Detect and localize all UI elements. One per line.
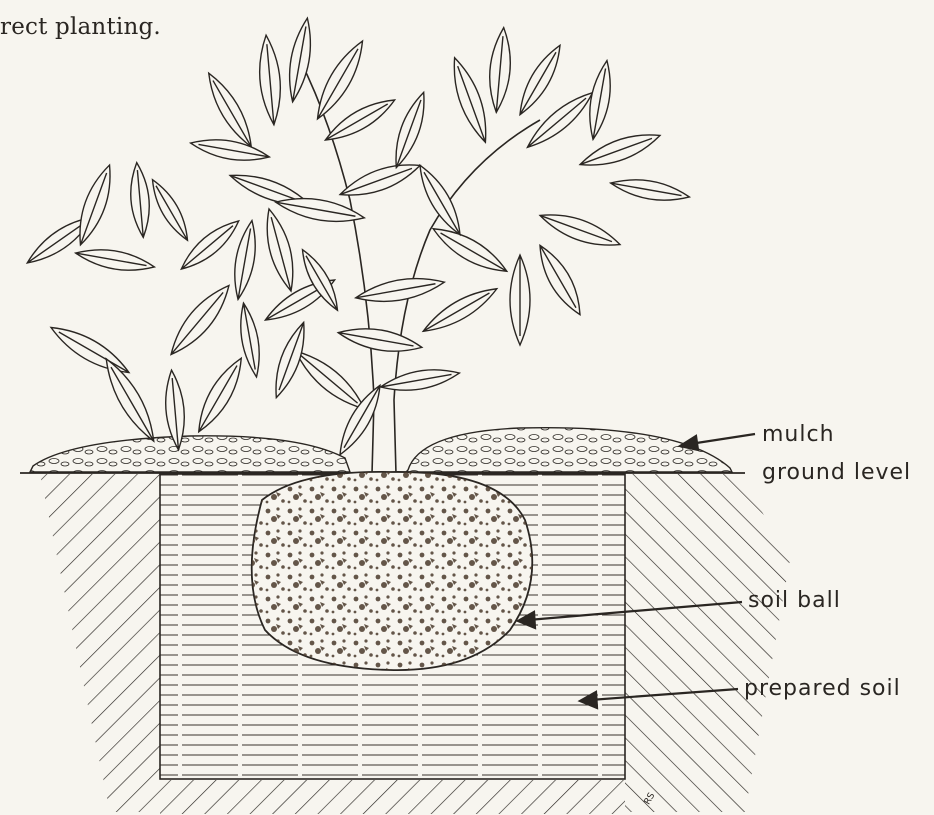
leaf — [428, 220, 512, 280]
leaf — [259, 206, 300, 293]
mulch-arrow — [680, 434, 755, 450]
leaf — [163, 278, 238, 361]
leaf — [379, 364, 461, 396]
leaf — [74, 244, 156, 276]
leaf — [577, 126, 664, 174]
leaf — [336, 323, 423, 357]
leaf — [531, 240, 588, 319]
mulch-layer — [30, 428, 732, 472]
prepared-soil-label: prepared soil — [744, 676, 901, 701]
leaf — [98, 354, 163, 446]
leaf — [412, 161, 468, 239]
soil-ball-label: soil ball — [748, 588, 841, 613]
leaf — [201, 69, 259, 152]
leaf — [190, 353, 250, 437]
soil-ball — [252, 472, 533, 670]
leaf — [537, 206, 624, 254]
mulch-label: mulch — [762, 422, 835, 447]
leaf — [175, 214, 244, 276]
leaf — [510, 255, 530, 345]
leaf — [128, 162, 152, 238]
leaf — [146, 176, 195, 245]
leaf — [486, 27, 513, 113]
leaf — [609, 174, 691, 206]
ground-level-label: ground level — [762, 460, 911, 485]
leaf — [284, 17, 316, 104]
leaf — [354, 272, 446, 307]
leaf — [512, 41, 568, 119]
leaf — [445, 54, 495, 145]
leaf — [256, 34, 284, 125]
leaf — [189, 134, 271, 166]
leaf — [388, 89, 432, 170]
